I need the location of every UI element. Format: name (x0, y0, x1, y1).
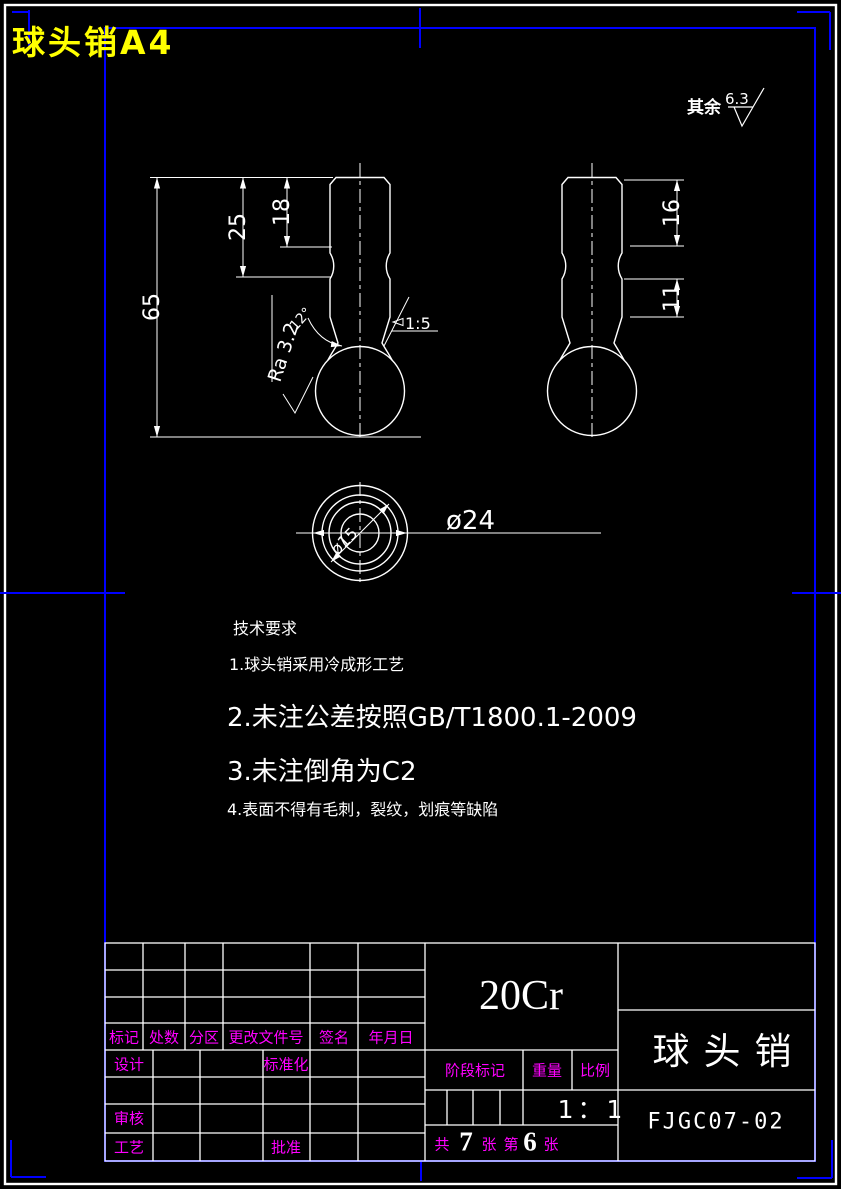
dim-head-length: 18 (270, 198, 295, 226)
part-name: 球头销 (652, 1030, 806, 1073)
label-design: 设计 (113, 1055, 145, 1074)
label-process: 工艺 (113, 1138, 145, 1157)
surface-note-value: 6.3 (725, 90, 749, 108)
tech-requirements-heading: 技术要求 (233, 619, 298, 638)
sheets-total-label: 共 (434, 1135, 450, 1154)
sheets-current-value: 6 (523, 1126, 537, 1157)
surface-note-label: 其余 (687, 97, 722, 118)
label-signature: 签名 (318, 1028, 350, 1047)
taper-flag-icon (391, 317, 404, 327)
dim-ball-diameter: ø24 (446, 506, 495, 536)
label-stage-mark: 阶段标记 (444, 1061, 506, 1080)
label-zone: 分区 (188, 1028, 220, 1047)
material-value: 20Cr (479, 973, 563, 1019)
dimension-lines (150, 177, 684, 563)
label-count: 处数 (148, 1028, 180, 1047)
page-title: 球头销A4 (12, 23, 175, 62)
dim-taper: 1:5 (405, 314, 431, 333)
corner-cut-mark-top-right (797, 11, 831, 50)
page-border (3, 3, 838, 1186)
inner-frame (104, 27, 816, 1162)
sheets-total-value: 7 (459, 1126, 473, 1157)
label-change-doc-no: 更改文件号 (228, 1028, 304, 1047)
surface-roughness-icon (728, 87, 765, 128)
tech-requirement-item: 1.球头销采用冷成形工艺 (229, 655, 405, 674)
tech-requirement-item: 2.未注公差按照GB/T1800.1-2009 (227, 703, 637, 733)
corner-cut-mark-bottom-left (10, 1140, 46, 1178)
drawing-frame (0, 8, 841, 1181)
label-date: 年月日 (368, 1028, 414, 1047)
dim-upper-length: 25 (226, 213, 251, 241)
tech-requirement-item: 4.表面不得有毛刺，裂纹，划痕等缺陷 (227, 800, 499, 819)
scale-value: 1：1 (557, 1095, 627, 1124)
corner-cut-mark-bottom-right (797, 1140, 833, 1179)
dim-side-mid-length: 11 (660, 284, 685, 312)
label-scale: 比例 (579, 1061, 611, 1080)
label-mark: 标记 (108, 1028, 140, 1047)
drawing-number: FJGC07-02 (647, 1109, 785, 1135)
dim-side-top-length: 16 (660, 199, 685, 227)
sheets-current-unit: 张 (543, 1135, 559, 1154)
sheets-total-unit: 张 (481, 1135, 497, 1154)
dim-shaft-diameter: ø15 (327, 524, 362, 559)
label-approve: 批准 (270, 1138, 302, 1157)
label-standardization: 标准化 (263, 1055, 309, 1074)
title-block-grid (104, 942, 816, 1162)
sheets-current-label: 第 (503, 1135, 519, 1154)
roughness-check-icon (282, 376, 314, 415)
tech-requirement-item: 3.未注倒角为C2 (227, 757, 417, 787)
label-weight: 重量 (531, 1061, 563, 1080)
corner-cut-mark-top-left (12, 10, 30, 48)
label-audit: 审核 (113, 1109, 145, 1128)
dim-overall-length: 65 (140, 293, 165, 321)
